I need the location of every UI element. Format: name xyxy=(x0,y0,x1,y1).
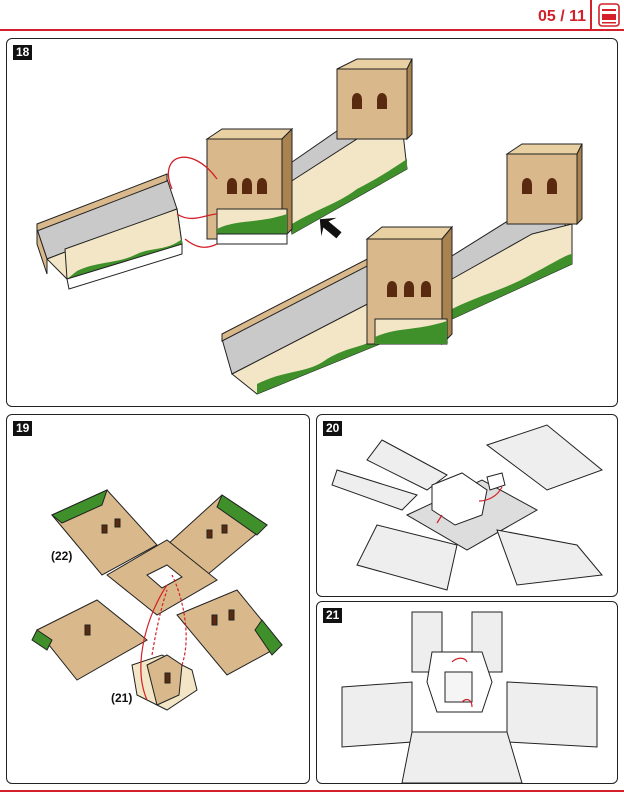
step-19-illustration xyxy=(31,489,283,711)
footer-rule xyxy=(0,790,624,792)
step-18-panel: 18 xyxy=(6,38,618,407)
fold-arrows xyxy=(140,574,187,701)
step-number: 18 xyxy=(13,45,33,60)
callout-21: (21) xyxy=(111,691,133,705)
assembly-arrows xyxy=(167,156,218,248)
assembled-wall xyxy=(221,143,583,395)
result-arrow xyxy=(319,217,342,239)
step-number: 20 xyxy=(323,421,343,436)
page-indicator: 05 / 11 xyxy=(538,8,587,25)
step-20-panel: 20 xyxy=(316,414,618,597)
step-21-illustration xyxy=(341,611,598,783)
header-divider xyxy=(590,0,592,30)
loose-wall-segment xyxy=(36,173,183,290)
tower-and-wall-upper xyxy=(205,58,413,245)
fold-arrows xyxy=(451,657,473,708)
instructions-icon[interactable] xyxy=(598,3,620,27)
step-21-panel: 21 xyxy=(316,601,618,784)
step-20-illustration xyxy=(331,424,603,591)
step-number: 19 xyxy=(13,421,33,436)
step-number: 21 xyxy=(323,608,343,623)
callout-22: (22) xyxy=(51,549,73,563)
step-19-panel: 19 xyxy=(6,414,310,784)
tower-net xyxy=(31,489,283,711)
header-rule xyxy=(0,29,624,31)
step-18-illustration xyxy=(36,58,583,395)
fold-arrows xyxy=(436,486,503,524)
